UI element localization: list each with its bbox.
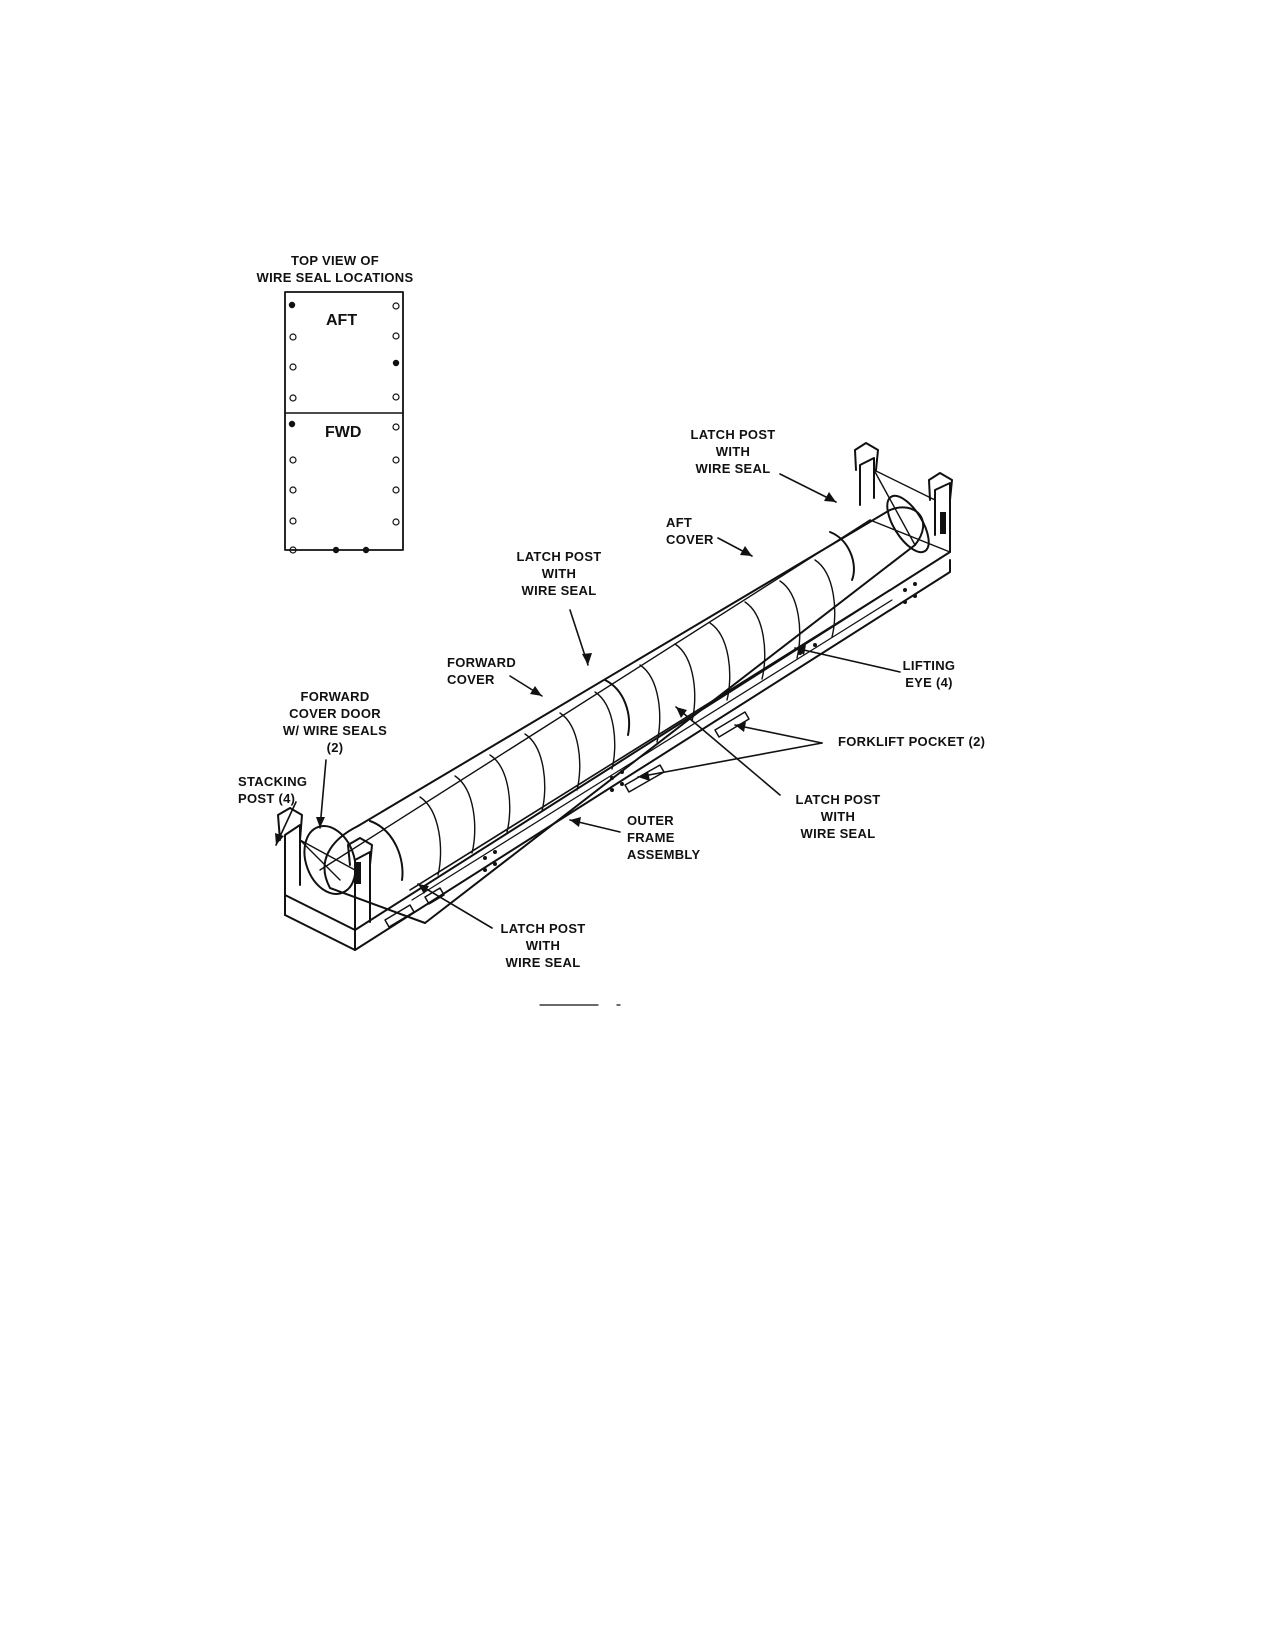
inset-title: TOP VIEW OF WIRE SEAL LOCATIONS — [250, 252, 420, 286]
inset-title-line-2: WIRE SEAL LOCATIONS — [256, 270, 414, 285]
callout-latch-post-mid: LATCH POST WITH WIRE SEAL — [795, 792, 881, 841]
filled-seal-markers — [288, 301, 400, 554]
outer-frame — [277, 442, 953, 951]
callout-latch-post-top: LATCH POST WITH WIRE SEAL — [516, 549, 602, 598]
callout-forward-cover: FORWARD COVER — [447, 655, 517, 687]
inset-panel — [284, 291, 404, 554]
callout-latch-post-bottom: LATCH POST WITH WIRE SEAL — [500, 921, 586, 970]
container-body — [303, 494, 930, 924]
callout-latch-post-aft: LATCH POST WITH WIRE SEAL — [690, 427, 776, 476]
callout-stacking-post: STACKING POST (4) — [238, 774, 308, 806]
leader-arrowheads — [275, 492, 836, 894]
callout-forward-cover-door: FORWARD COVER DOOR W/ WIRE SEALS (2) — [282, 689, 388, 755]
inset-fwd-label: FWD — [325, 424, 362, 441]
callout-forklift-pocket: FORKLIFT POCKET (2) — [838, 734, 986, 749]
callout-outer-frame: OUTER FRAME ASSEMBLY — [627, 813, 701, 862]
open-seal-markers — [289, 302, 400, 554]
inset-aft-label: AFT — [326, 312, 358, 329]
callout-aft-cover: AFT COVER — [666, 515, 714, 547]
callout-lifting-eye: LIFTING EYE (4) — [902, 658, 956, 690]
inset-title-line-1: TOP VIEW OF — [290, 253, 380, 268]
